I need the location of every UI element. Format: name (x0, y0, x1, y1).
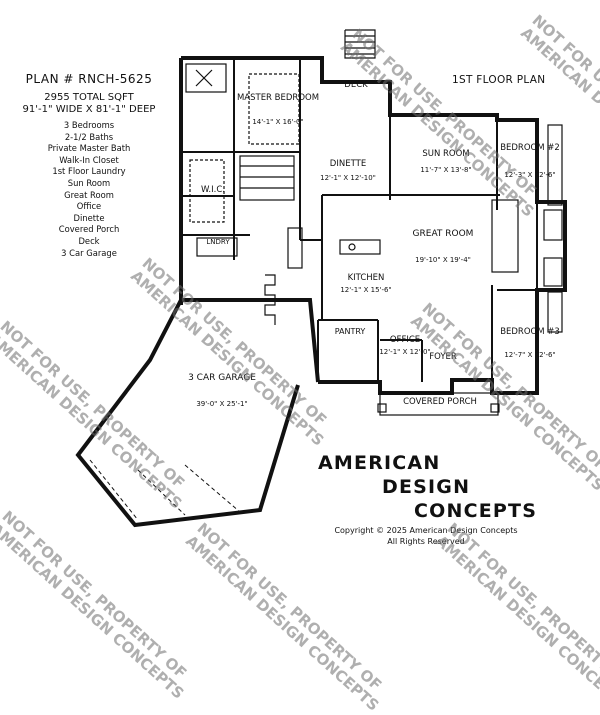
brand-line-2: DESIGN (382, 476, 471, 498)
exterior-walls (75, 56, 567, 528)
dinette-label: DINETTE (330, 159, 366, 169)
room-labels: MASTER BEDROOM 14'-1" X 16'-0" DECK DINE… (188, 80, 560, 408)
feature-item: Covered Porch (58, 224, 120, 235)
feature-item: Office (76, 201, 102, 212)
bedroom-3-label: BEDROOM #3 (500, 327, 560, 337)
office-label: OFFICE (390, 335, 420, 345)
total-sqft: 2955 TOTAL SQFT (44, 92, 134, 103)
deck-label: DECK (344, 80, 368, 90)
sun-room-size: 11'-7" X 13'-8" (420, 166, 471, 174)
sun-room-label: SUN ROOM (422, 149, 469, 159)
foyer-label: FOYER (429, 352, 457, 362)
dinette-size: 12'-1" X 12'-10" (320, 174, 376, 182)
feature-item: Great Room (64, 189, 114, 200)
feature-item: 3 Bedrooms (63, 120, 115, 130)
floor-plan-drawing: MASTER BEDROOM 14'-1" X 16'-0" DECK DINE… (75, 29, 567, 528)
copyright: Copyright © 2025 American Design Concept… (318, 525, 534, 547)
plan-dimensions: 91'-1" WIDE X 81'-1" DEEP (22, 104, 156, 115)
garage-door-lines (89, 459, 241, 521)
plan-specs: PLAN # RNCH-5625 2955 TOTAL SQFT 91'-1" … (10, 72, 168, 259)
feature-item: 3 Car Garage (61, 247, 117, 258)
fixtures (185, 29, 563, 416)
bedroom-2-size: 12'-3" X 12'-6" (504, 171, 555, 179)
feature-item: Walk-In Closet (59, 154, 119, 165)
great-room-size: 19'-10" X 19'-4" (415, 256, 471, 264)
pantry-label: PANTRY (335, 327, 366, 336)
bedroom-2-label: BEDROOM #2 (500, 143, 560, 153)
brand-line-3: CONCEPTS (414, 500, 538, 522)
feature-item: Dinette (73, 212, 105, 223)
copyright-line-2: All Rights Reserved (387, 537, 465, 546)
plan-number: PLAN # RNCH-5625 (25, 72, 153, 86)
feature-item: Sun Room (67, 177, 111, 188)
kitchen-label: KITCHEN (348, 273, 385, 283)
master-bedroom-size: 14'-1" X 16'-0" (252, 118, 303, 126)
great-room-label: GREAT ROOM (413, 229, 474, 239)
master-bedroom-label: MASTER BEDROOM (237, 93, 319, 103)
wic-label: W.I.C. (201, 185, 225, 195)
interior-walls (181, 58, 538, 393)
laundry-label: LNDRY (206, 238, 230, 246)
garage-label: 3 CAR GARAGE (188, 373, 256, 383)
garage-size: 39'-0" X 25'-1" (196, 400, 247, 408)
bedroom-3-size: 12'-7" X 12'-6" (504, 351, 555, 359)
feature-item: 1st Floor Laundry (52, 166, 126, 177)
office-size: 12'-1" X 12'-0" (379, 348, 430, 356)
covered-porch-label: COVERED PORCH (403, 397, 477, 407)
brand-line-1: AMERICAN (318, 452, 441, 474)
kitchen-size: 12'-1" X 15'-6" (340, 286, 391, 294)
feature-item: Private Master Bath (47, 143, 131, 154)
copyright-line-1: Copyright © 2025 American Design Concept… (334, 526, 518, 535)
plan-title: 1ST FLOOR PLAN (452, 74, 546, 86)
feature-item: 2-1/2 Baths (64, 131, 114, 142)
feature-item: Deck (78, 235, 100, 246)
